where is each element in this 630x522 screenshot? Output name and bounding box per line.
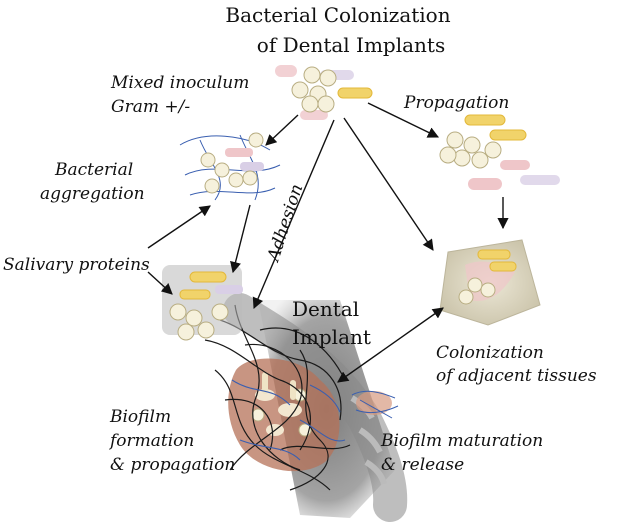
label-mixed-inoculum-1: Mixed inoculum	[110, 73, 249, 93]
label-biofilm-maturation-1: Biofilm maturation	[380, 431, 543, 451]
arrow-inoculum-to-aggregation	[265, 114, 299, 146]
label-dental-implant-1: Dental	[292, 297, 359, 321]
title-line-1: Bacterial Colonization	[225, 3, 450, 27]
label-adhesion: Adhesion	[263, 182, 307, 266]
label-biofilm-formation-1: Biofilm	[109, 407, 171, 427]
biofilm-blue-fibers-icon	[231, 379, 346, 461]
flow-arrows	[147, 102, 509, 310]
salivary-protein-cluster-icon	[162, 265, 243, 341]
arrow-proteins-to-cluster	[147, 271, 173, 295]
label-propagation: Propagation	[403, 93, 509, 113]
arrow-tissue-implant-bidirectional	[337, 307, 444, 383]
label-biofilm-formation-3: & propagation	[110, 455, 235, 475]
label-colonization-1: Colonization	[436, 343, 544, 363]
biofilm-fibers-icon	[204, 304, 351, 491]
title-line-2: of Dental Implants	[257, 33, 445, 57]
label-colonization-2: of adjacent tissues	[436, 366, 597, 386]
arrow-adhesion	[252, 119, 335, 310]
label-bacterial-aggregation-2: aggregation	[40, 184, 145, 204]
label-dental-implant-2: Implant	[292, 325, 371, 349]
label-bacterial-aggregation-1: Bacterial	[54, 160, 133, 180]
arrow-inoculum-to-propagation	[367, 102, 440, 138]
tissue-block-icon	[439, 239, 541, 326]
arrow-aggregation-to-proteins	[230, 204, 251, 274]
bacterial-aggregate-icon	[179, 132, 281, 201]
label-mixed-inoculum-2: Gram +/-	[111, 97, 190, 117]
released-biofilm-icon	[351, 390, 399, 419]
label-biofilm-formation-2: formation	[108, 431, 194, 451]
mixed-inoculum-cluster-icon	[275, 65, 373, 120]
arrow-inoculum-to-tissue	[343, 117, 434, 251]
propagation-cluster-icon	[439, 114, 560, 190]
label-salivary-proteins: Salivary proteins	[3, 255, 150, 275]
arrow-proteins-to-aggregation	[147, 205, 211, 249]
label-biofilm-maturation-2: & release	[381, 455, 464, 475]
